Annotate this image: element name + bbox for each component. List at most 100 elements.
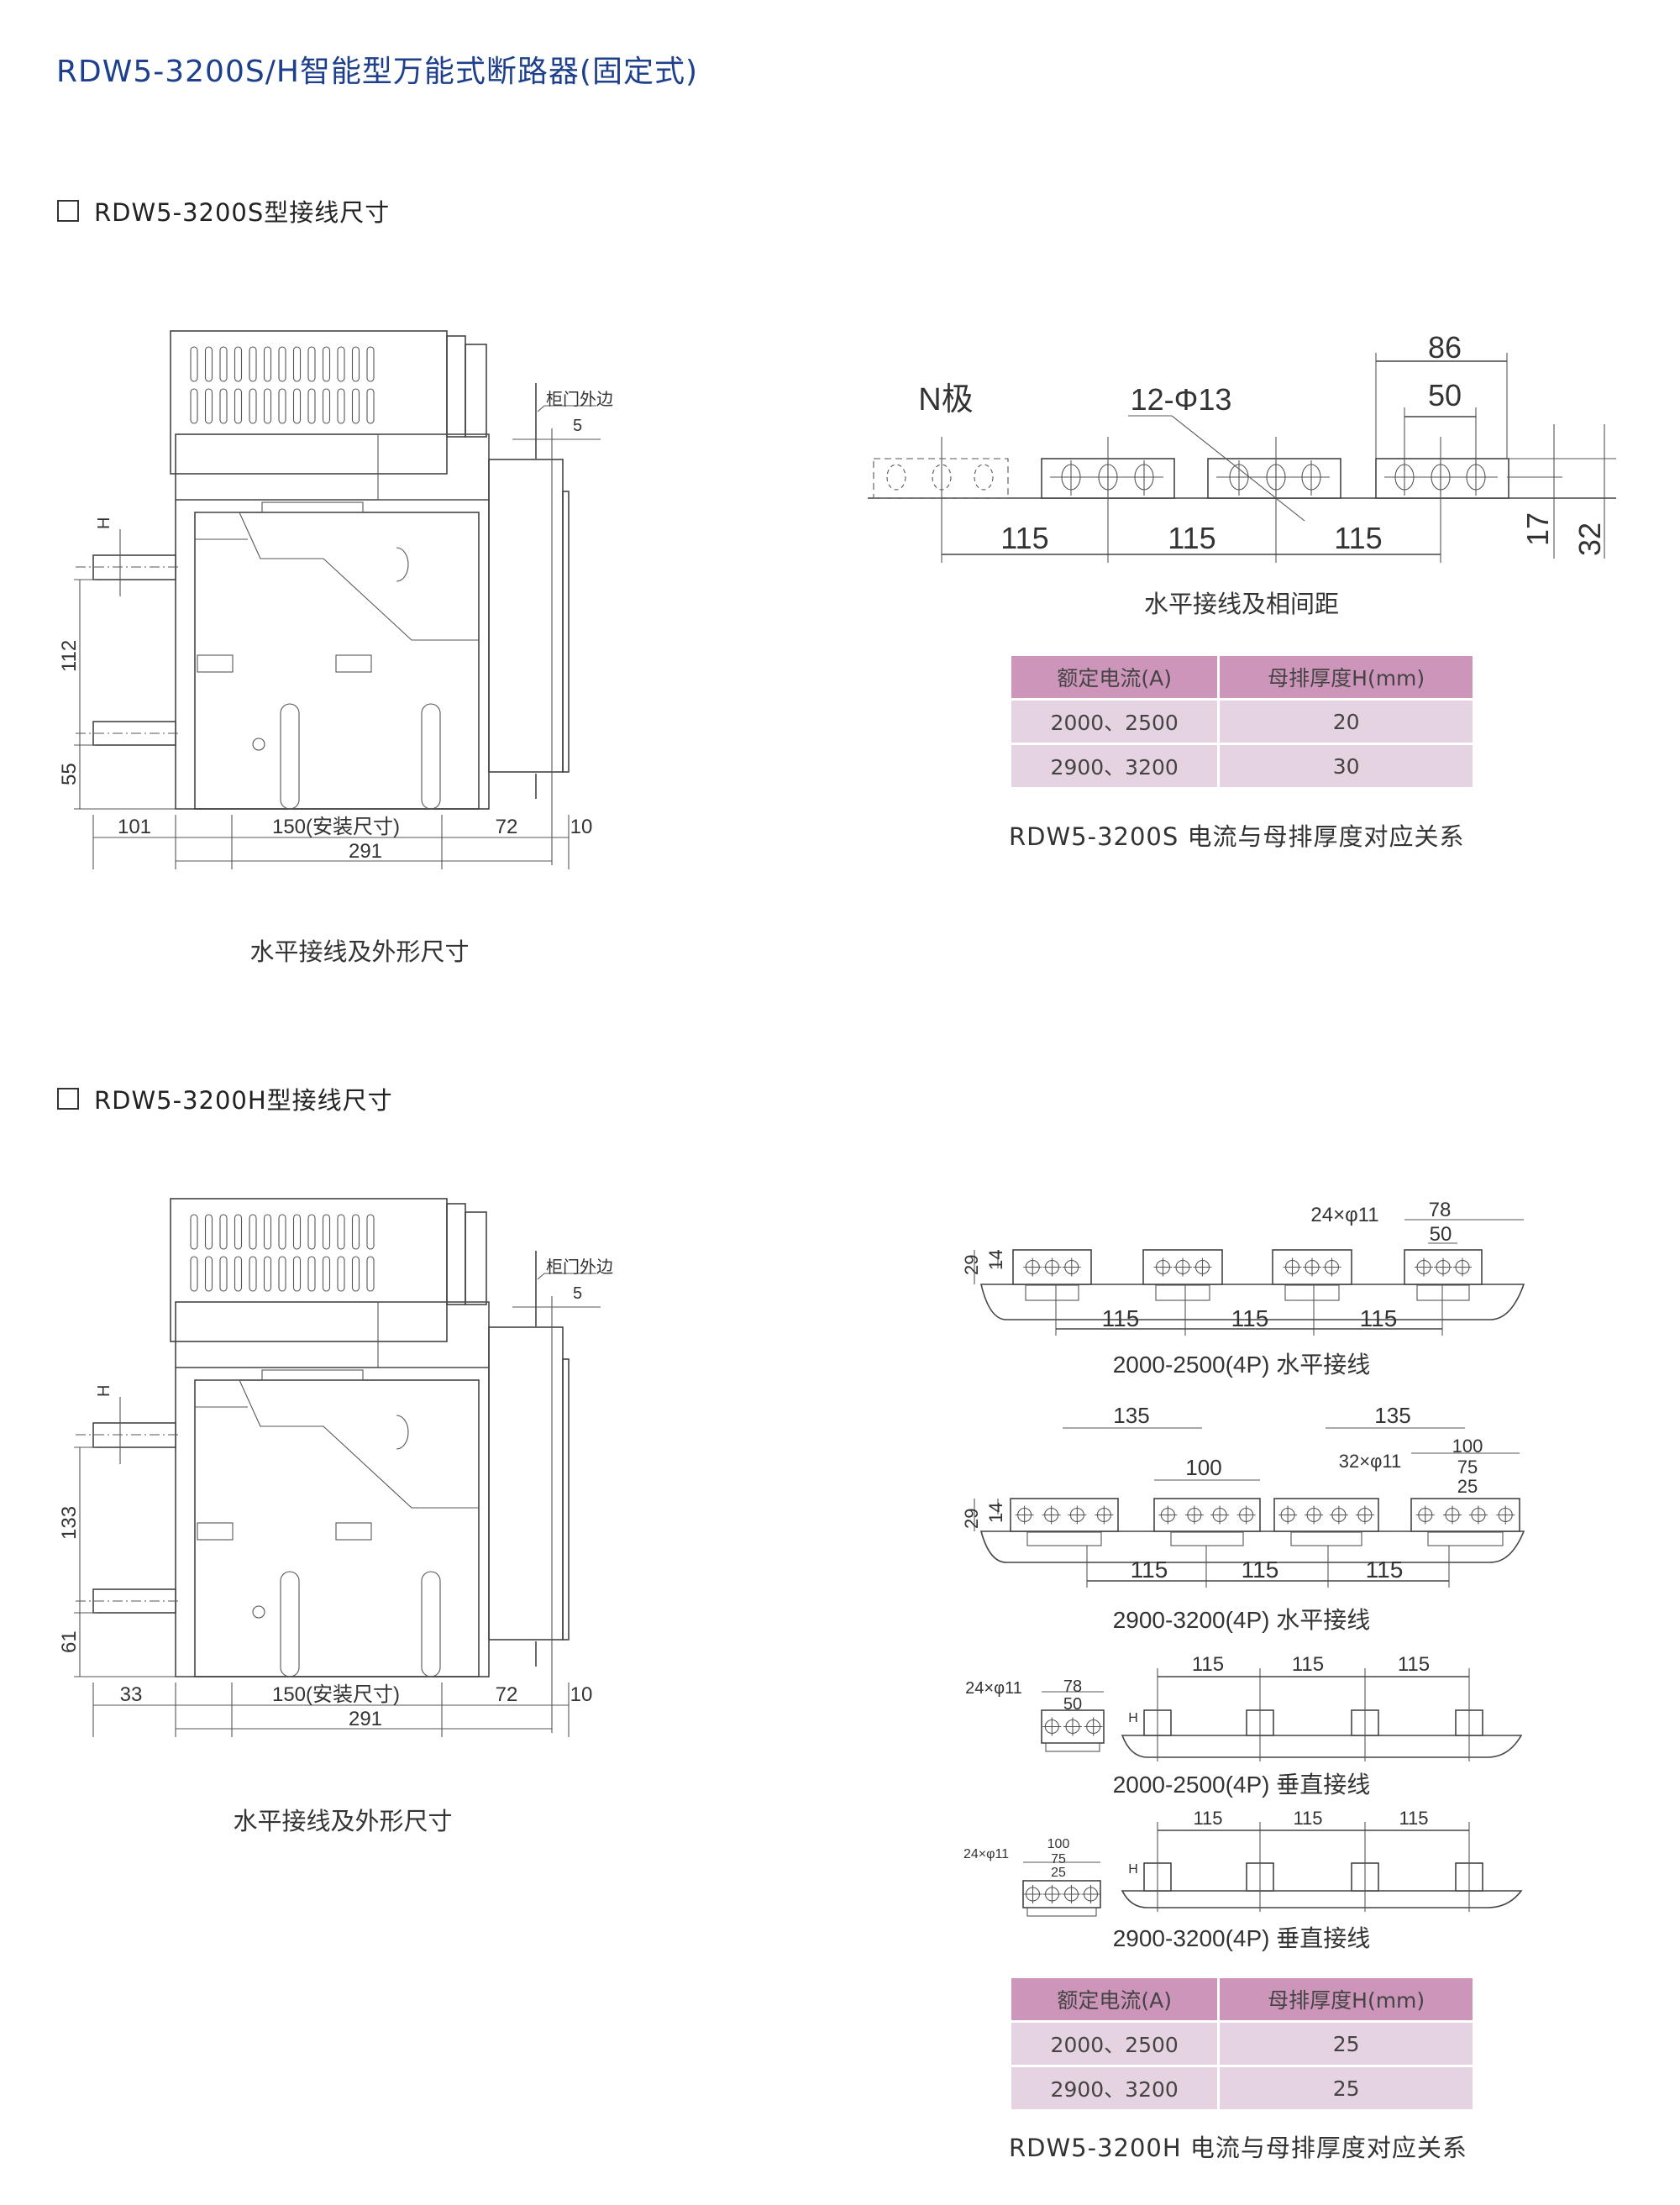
vent-slot — [351, 388, 360, 424]
base-strip — [979, 1284, 1525, 1320]
vent-slot — [249, 346, 257, 382]
vent-slot — [322, 1214, 331, 1250]
side-view-drawing-s: H 112 55 101 150(安装尺寸) 72 10 291 柜门外边 5 — [58, 330, 613, 869]
profile-line — [197, 1379, 479, 1509]
vent-slot — [249, 1214, 257, 1250]
section-heading-s: RDW5-3200S型接线尺寸 — [57, 193, 390, 228]
vent-slot — [351, 346, 360, 382]
table-cell: 25 — [1220, 2023, 1473, 2065]
vent-slot — [190, 346, 198, 382]
checkbox-icon — [57, 200, 79, 222]
holes-label: 24×φ11 — [965, 1679, 1022, 1698]
front-plate — [562, 1358, 570, 1641]
dim-101-label: 101 — [118, 816, 151, 838]
vent-slot — [204, 388, 213, 424]
table-caption-h: RDW5-3200H 电流与母排厚度对应关系 — [1009, 2134, 1467, 2162]
table-cell: 2900、3200 — [1011, 745, 1218, 787]
side-view-caption-s: 水平接线及外形尺寸 — [249, 937, 470, 966]
vent-slot — [263, 388, 272, 424]
vent-slot — [278, 346, 286, 382]
vent-slot — [307, 1214, 316, 1250]
dim-14-label: 14 — [985, 1250, 1006, 1270]
vent-slot — [292, 346, 302, 382]
terminal-block — [1045, 1742, 1100, 1752]
vent-slot — [249, 388, 257, 424]
pitch-label: 115 — [1293, 1808, 1322, 1829]
base-strip — [979, 1530, 1525, 1563]
table-cell: 30 — [1220, 745, 1473, 787]
dim-h-label: H — [1128, 1711, 1138, 1725]
pitch-label: 115 — [1168, 521, 1215, 555]
table-cell: 2000、2500 — [1011, 701, 1218, 743]
bolt-hole — [886, 464, 906, 491]
page-title: RDW5-3200S/H智能型万能式断路器(固定式) — [56, 55, 698, 89]
dim-label: 25 — [1051, 1866, 1066, 1880]
terminal-block — [1290, 1531, 1362, 1546]
vent-slot — [292, 388, 302, 424]
slot-bar — [261, 1369, 364, 1381]
vent-slot — [234, 1256, 243, 1292]
vent-slot — [366, 388, 375, 424]
dim-label: 135 — [1374, 1403, 1410, 1428]
table-caption-s: RDW5-3200S 电流与母排厚度对应关系 — [1009, 822, 1465, 851]
section-heading-h-label: RDW5-3200H型接线尺寸 — [94, 1086, 393, 1115]
base-strip — [1121, 1890, 1523, 1908]
dim-label: 75 — [1051, 1852, 1066, 1866]
pitch-label: 115 — [1366, 1557, 1404, 1583]
terminal-block — [1427, 1531, 1504, 1546]
bolt-hole — [974, 464, 994, 491]
base-strip — [1121, 1735, 1523, 1758]
vent-slot — [234, 388, 243, 424]
table-header-cell: 母排厚度H(mm) — [1220, 656, 1473, 698]
dim-lower-label: 55 — [58, 763, 81, 785]
catch — [197, 654, 234, 673]
vent-slot — [204, 1214, 213, 1250]
busbar — [1375, 458, 1509, 499]
terminal-block — [1155, 1284, 1210, 1301]
table-cell: 20 — [1220, 701, 1473, 743]
drawing-line — [537, 1273, 545, 1280]
dim-label: 135 — [1113, 1403, 1149, 1428]
diagram-caption: 2900-3200(4P) 水平接线 — [1113, 1607, 1371, 1633]
vent-slot — [322, 388, 331, 424]
vent-slot — [322, 346, 331, 382]
table-row: 2000、2500 25 — [1011, 2023, 1473, 2065]
dim-10-label: 10 — [570, 816, 593, 838]
table-cell: 2900、3200 — [1011, 2067, 1218, 2109]
lift-post — [280, 703, 300, 810]
dim-label: 75 — [1457, 1457, 1478, 1478]
pitch-label: 115 — [1000, 521, 1048, 555]
pitch-label: 115 — [1131, 1557, 1168, 1583]
dim-lower-label: 61 — [58, 1630, 81, 1653]
table-row: 2900、3200 25 — [1011, 2067, 1473, 2109]
holes-label: 24×φ11 — [963, 1847, 1009, 1861]
section-heading-h: RDW5-3200H型接线尺寸 — [57, 1081, 393, 1116]
dim-32-label: 32 — [1572, 522, 1607, 556]
table-header-row: 额定电流(A) 母排厚度H(mm) — [1011, 1978, 1473, 2020]
dim-150-label: 150(安装尺寸) — [272, 1683, 400, 1706]
thickness-table-s: 额定电流(A) 母排厚度H(mm) 2000、2500 20 2900、3200… — [1009, 654, 1475, 790]
slot-bar — [261, 501, 364, 513]
terminal-block — [1284, 1284, 1340, 1301]
table-row: 2900、3200 30 — [1011, 745, 1473, 787]
upper-block — [377, 1301, 490, 1368]
vent-slot — [219, 1256, 228, 1292]
n-pole-label: N极 — [918, 382, 973, 417]
terminal-block — [1416, 1284, 1470, 1301]
catch — [335, 654, 372, 673]
diagram-caption: 2900-3200(4P) 垂直接线 — [1113, 1925, 1371, 1951]
terminal-block — [1025, 1284, 1079, 1301]
profile-line — [197, 512, 479, 641]
vent-slot — [366, 1256, 375, 1292]
holes-label: 12-Φ13 — [1131, 382, 1232, 417]
vent-slot — [263, 346, 272, 382]
vent-slot — [234, 1214, 243, 1250]
terminal-block — [1026, 1907, 1097, 1917]
catch — [335, 1522, 372, 1541]
dim-label: 25 — [1457, 1476, 1478, 1497]
phase-spacing-drawing-s: N极 12-Φ13 86 50 115 115 115 17 32 — [868, 330, 1616, 563]
dim-label: 50 — [1063, 1695, 1082, 1714]
vent-slot — [190, 1256, 198, 1292]
lift-post — [280, 1571, 300, 1677]
vent-slot — [307, 346, 316, 382]
